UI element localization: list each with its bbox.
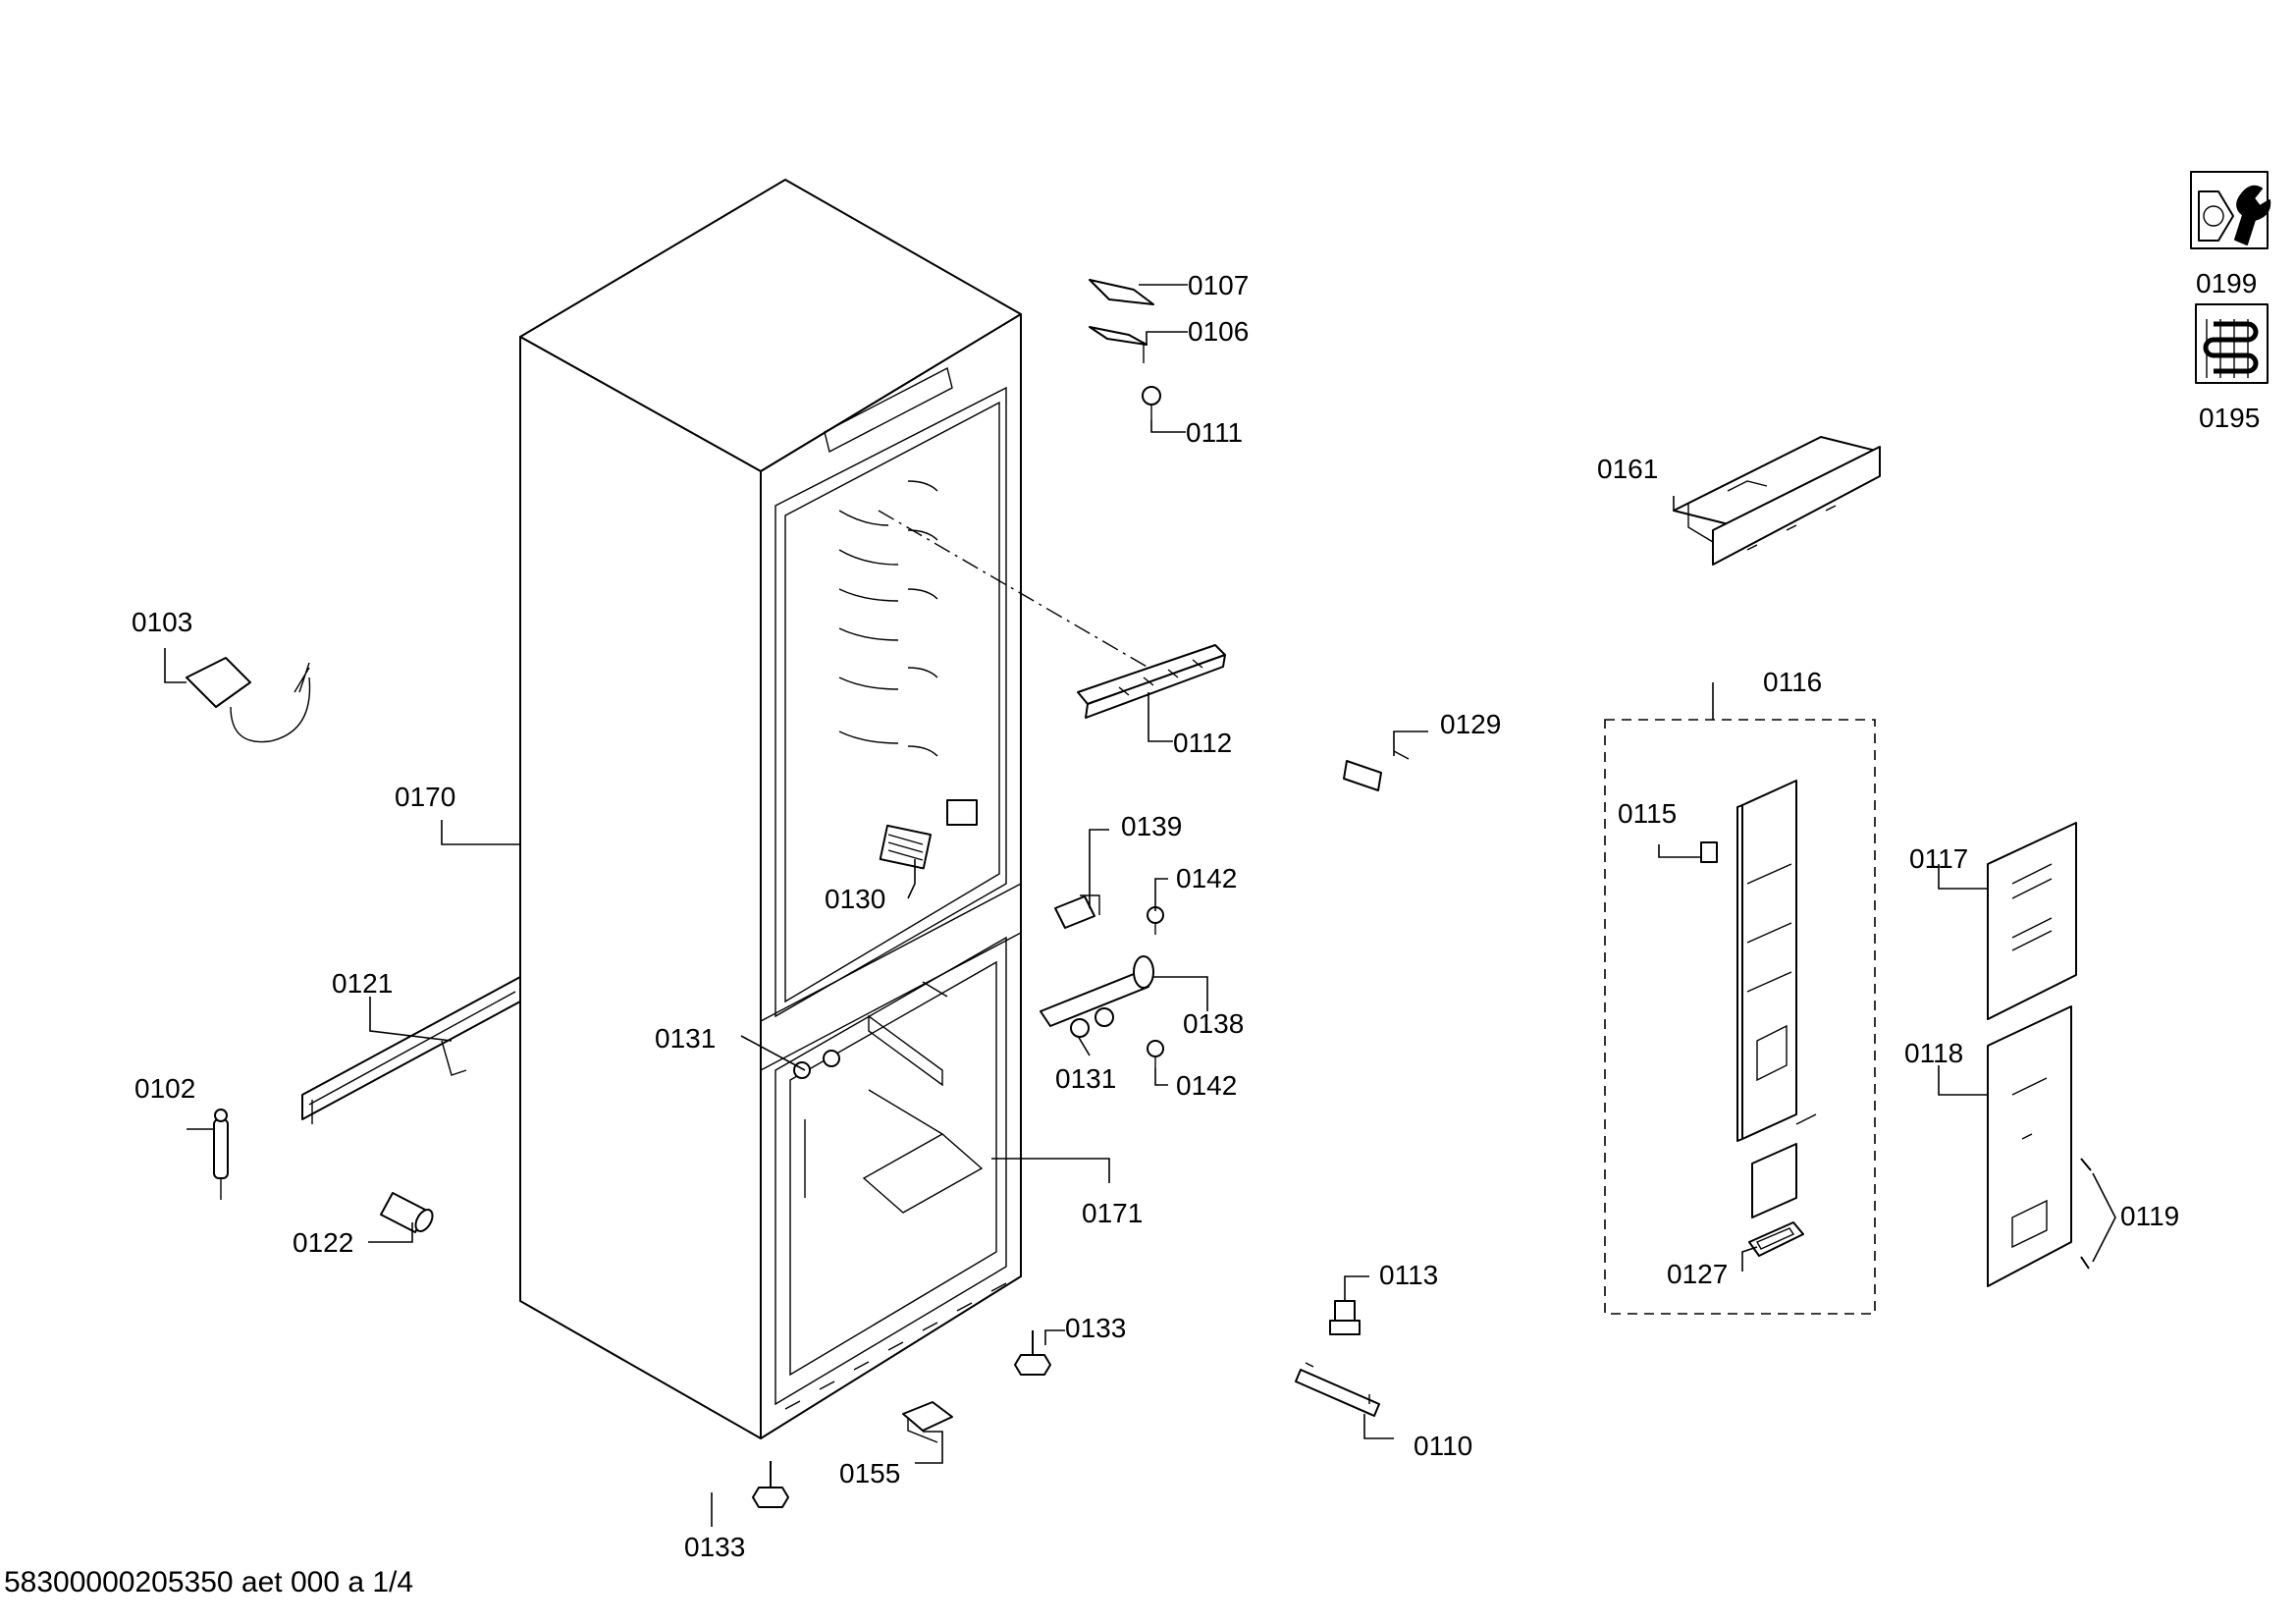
cabinet-body <box>519 179 1149 1439</box>
label-0119: 0119 <box>2120 1201 2179 1231</box>
cap-part <box>1700 841 1718 863</box>
frame-part <box>1748 1221 1804 1257</box>
clip-part <box>902 1401 953 1443</box>
assembly-group-box <box>1604 719 1876 1315</box>
adjustable-foot-part <box>752 1330 1051 1508</box>
label-0142: 0142 <box>1176 863 1237 893</box>
cover-plate-part <box>1987 1005 2072 1287</box>
middle-hinge-part <box>1040 955 1154 1038</box>
label-0131: 0131 <box>655 1023 716 1054</box>
connector-part <box>1343 750 1410 791</box>
plug-part <box>380 1192 434 1233</box>
label-0113: 0113 <box>1379 1260 1438 1290</box>
lamp-housing-part <box>1077 644 1226 719</box>
part-number-labels: 0107 0106 0111 0103 0112 0129 0170 0139 … <box>132 268 2260 1562</box>
label-0155: 0155 <box>839 1458 900 1489</box>
hinge-plate-part <box>1089 326 1148 363</box>
label-0106: 0106 <box>1188 316 1249 347</box>
label-0170: 0170 <box>395 782 455 812</box>
label-0139: 0139 <box>1121 811 1182 841</box>
label-0121: 0121 <box>332 968 393 999</box>
control-module-part <box>1673 436 1881 566</box>
label-0127: 0127 <box>1667 1259 1728 1289</box>
label-0142: 0142 <box>1176 1070 1237 1101</box>
label-0195: 0195 <box>2199 403 2260 433</box>
leader-lines <box>164 284 2116 1527</box>
label-0130: 0130 <box>825 884 885 914</box>
hinge-base-part <box>1295 1362 1380 1417</box>
label-0138: 0138 <box>1183 1008 1244 1039</box>
condenser-coil-icon <box>2195 303 2269 384</box>
label-0118: 0118 <box>1904 1038 1963 1068</box>
label-0102: 0102 <box>134 1073 195 1104</box>
screw-part <box>2080 1158 2092 1270</box>
label-0111: 0111 <box>1186 417 1243 448</box>
label-0117: 0117 <box>1909 843 1968 874</box>
hinge-cover-part <box>1089 279 1154 305</box>
label-0133: 0133 <box>684 1532 745 1562</box>
cover-plate-part <box>1987 822 2077 1020</box>
label-0131: 0131 <box>1055 1063 1116 1094</box>
label-0112: 0112 <box>1173 728 1232 758</box>
label-0110: 0110 <box>1414 1431 1472 1461</box>
hinge-bracket-part <box>1054 894 1100 929</box>
label-0161: 0161 <box>1597 454 1658 484</box>
screw-part <box>1147 906 1164 1068</box>
label-0107: 0107 <box>1188 270 1249 300</box>
label-0129: 0129 <box>1440 709 1501 739</box>
spacer-part <box>213 1109 229 1200</box>
valve-part <box>1329 1300 1361 1335</box>
document-reference: 58300000205350 aet 000 a 1/4 <box>4 1566 414 1598</box>
label-0199: 0199 <box>2196 268 2257 298</box>
label-0115: 0115 <box>1618 798 1677 829</box>
label-0103: 0103 <box>132 607 192 637</box>
air-duct-part <box>1736 780 1817 1218</box>
screw-part <box>1142 386 1161 420</box>
label-0133: 0133 <box>1065 1313 1126 1343</box>
label-0122: 0122 <box>293 1227 353 1258</box>
label-0171: 0171 <box>1082 1198 1143 1228</box>
label-0116: 0116 <box>1763 667 1822 697</box>
profile-rail-part <box>301 976 521 1124</box>
nut-and-wrench-icon <box>2190 171 2271 249</box>
mains-plug-part <box>186 657 311 743</box>
